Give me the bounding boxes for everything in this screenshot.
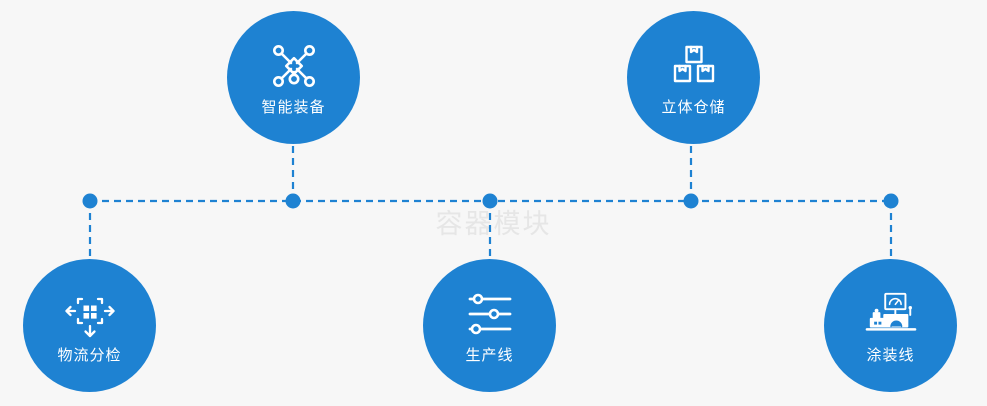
stacked-boxes-icon	[668, 40, 720, 92]
node-label-smart-equipment: 智能装备	[261, 97, 326, 116]
node-label-coating-line: 涂装线	[866, 345, 915, 364]
node-label-production-line: 生产线	[465, 345, 514, 364]
watermark-text: 容器模块	[435, 209, 552, 240]
machine-monitor-icon	[865, 288, 917, 340]
node-smart-equipment[interactable]: 智能装备	[227, 11, 360, 144]
network-nodes-icon	[268, 40, 320, 92]
node-production-line[interactable]: 生产线	[423, 259, 556, 392]
sorting-arrows-icon	[64, 288, 116, 340]
node-label-warehouse: 立体仓储	[661, 97, 726, 116]
sliders-icon	[464, 288, 516, 340]
node-coating-line[interactable]: 涂装线	[824, 259, 957, 392]
node-warehouse[interactable]: 立体仓储	[627, 11, 760, 144]
node-sorting[interactable]: 物流分检	[23, 259, 156, 392]
node-label-sorting: 物流分检	[57, 345, 122, 364]
